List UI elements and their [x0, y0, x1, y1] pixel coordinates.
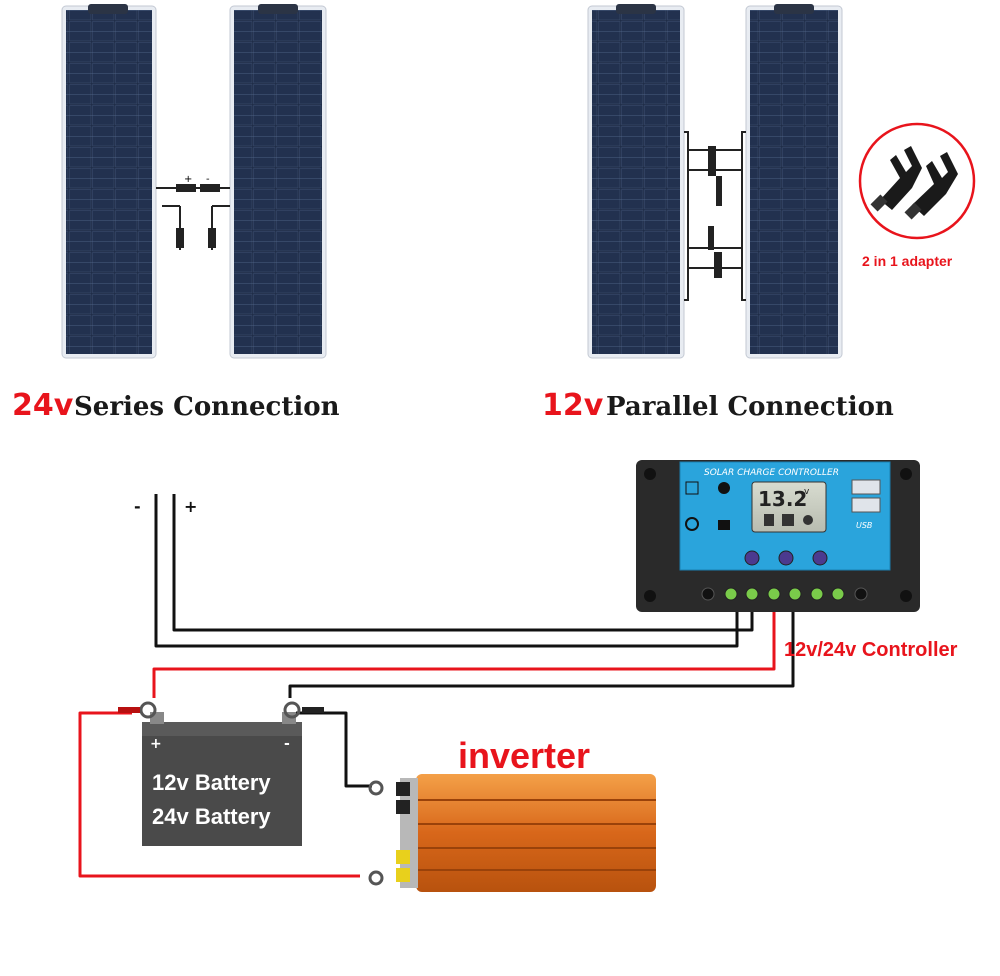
panel-positive-sign: +	[184, 497, 197, 516]
lcd-unit: v	[804, 487, 810, 497]
controller-terminals	[701, 587, 868, 601]
battery-plus-sign: +	[150, 736, 162, 752]
parallel-connectors	[684, 131, 746, 301]
usb-port-2[interactable]	[851, 497, 881, 513]
usb-label: USB	[856, 521, 872, 530]
battery-line-1: 12v Battery	[152, 770, 271, 795]
panel-negative-sign: -	[134, 497, 141, 516]
charge-controller: SOLAR CHARGE CONTROLLER 13.2 v USB	[636, 460, 920, 612]
battery-minus-sign: -	[284, 736, 290, 752]
solar-panel-series-right	[229, 4, 327, 359]
controller-button-2[interactable]	[778, 550, 794, 566]
battery-negative-terminal-lug	[283, 701, 324, 719]
battery	[118, 701, 324, 846]
solar-panel-parallel-left	[587, 4, 685, 359]
series-connector	[156, 184, 230, 250]
battery-positive-terminal-lug	[118, 701, 157, 719]
controller-button-3[interactable]	[812, 550, 828, 566]
inverter	[368, 774, 656, 892]
adapter-icon	[858, 122, 976, 240]
series-panels	[61, 4, 327, 359]
parallel-caption: Parallel Connection	[606, 392, 894, 422]
series-voltage: 24v	[12, 388, 74, 423]
controller-button-1[interactable]	[744, 550, 760, 566]
parallel-panels	[587, 4, 843, 359]
series-plus-sign: +	[184, 174, 192, 185]
usb-port-1[interactable]	[851, 479, 881, 495]
solar-panel-series-left	[61, 4, 157, 359]
adapter-label: 2 in 1 adapter	[862, 253, 953, 269]
lcd-reading: 13.2	[758, 487, 807, 511]
controller-header: SOLAR CHARGE CONTROLLER	[704, 468, 839, 478]
series-caption: Series Connection	[74, 392, 340, 422]
solar-panel-parallel-right	[745, 4, 843, 359]
controller-label: 12v/24v Controller	[784, 639, 958, 661]
wires	[78, 494, 795, 878]
series-minus-sign: -	[206, 174, 210, 185]
battery-line-2: 24v Battery	[152, 804, 271, 829]
inverter-label: inverter	[458, 735, 590, 776]
parallel-voltage: 12v	[542, 388, 604, 423]
